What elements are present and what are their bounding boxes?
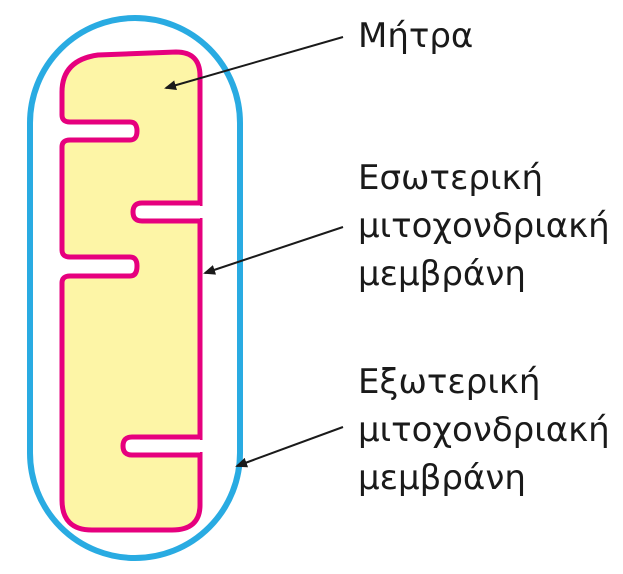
label-outer-membrane-line-3: μεμβράνη — [358, 458, 526, 498]
label-outer-membrane-line-1: Εξωτερική — [358, 362, 540, 402]
inner-membrane — [62, 52, 200, 530]
crista-right-upper — [133, 203, 200, 221]
label-inner-membrane-line-2: μιτοχονδριακή — [358, 206, 610, 246]
arrow-outer-membrane — [237, 427, 343, 466]
crista-right-lower — [123, 437, 200, 455]
label-inner-membrane-line-1: Εσωτερική — [358, 158, 543, 198]
label-matrix: Μήτρα — [358, 16, 473, 56]
label-outer-membrane-line-2: μιτοχονδριακή — [358, 410, 610, 450]
label-inner-membrane-line-3: μεμβράνη — [358, 254, 526, 294]
